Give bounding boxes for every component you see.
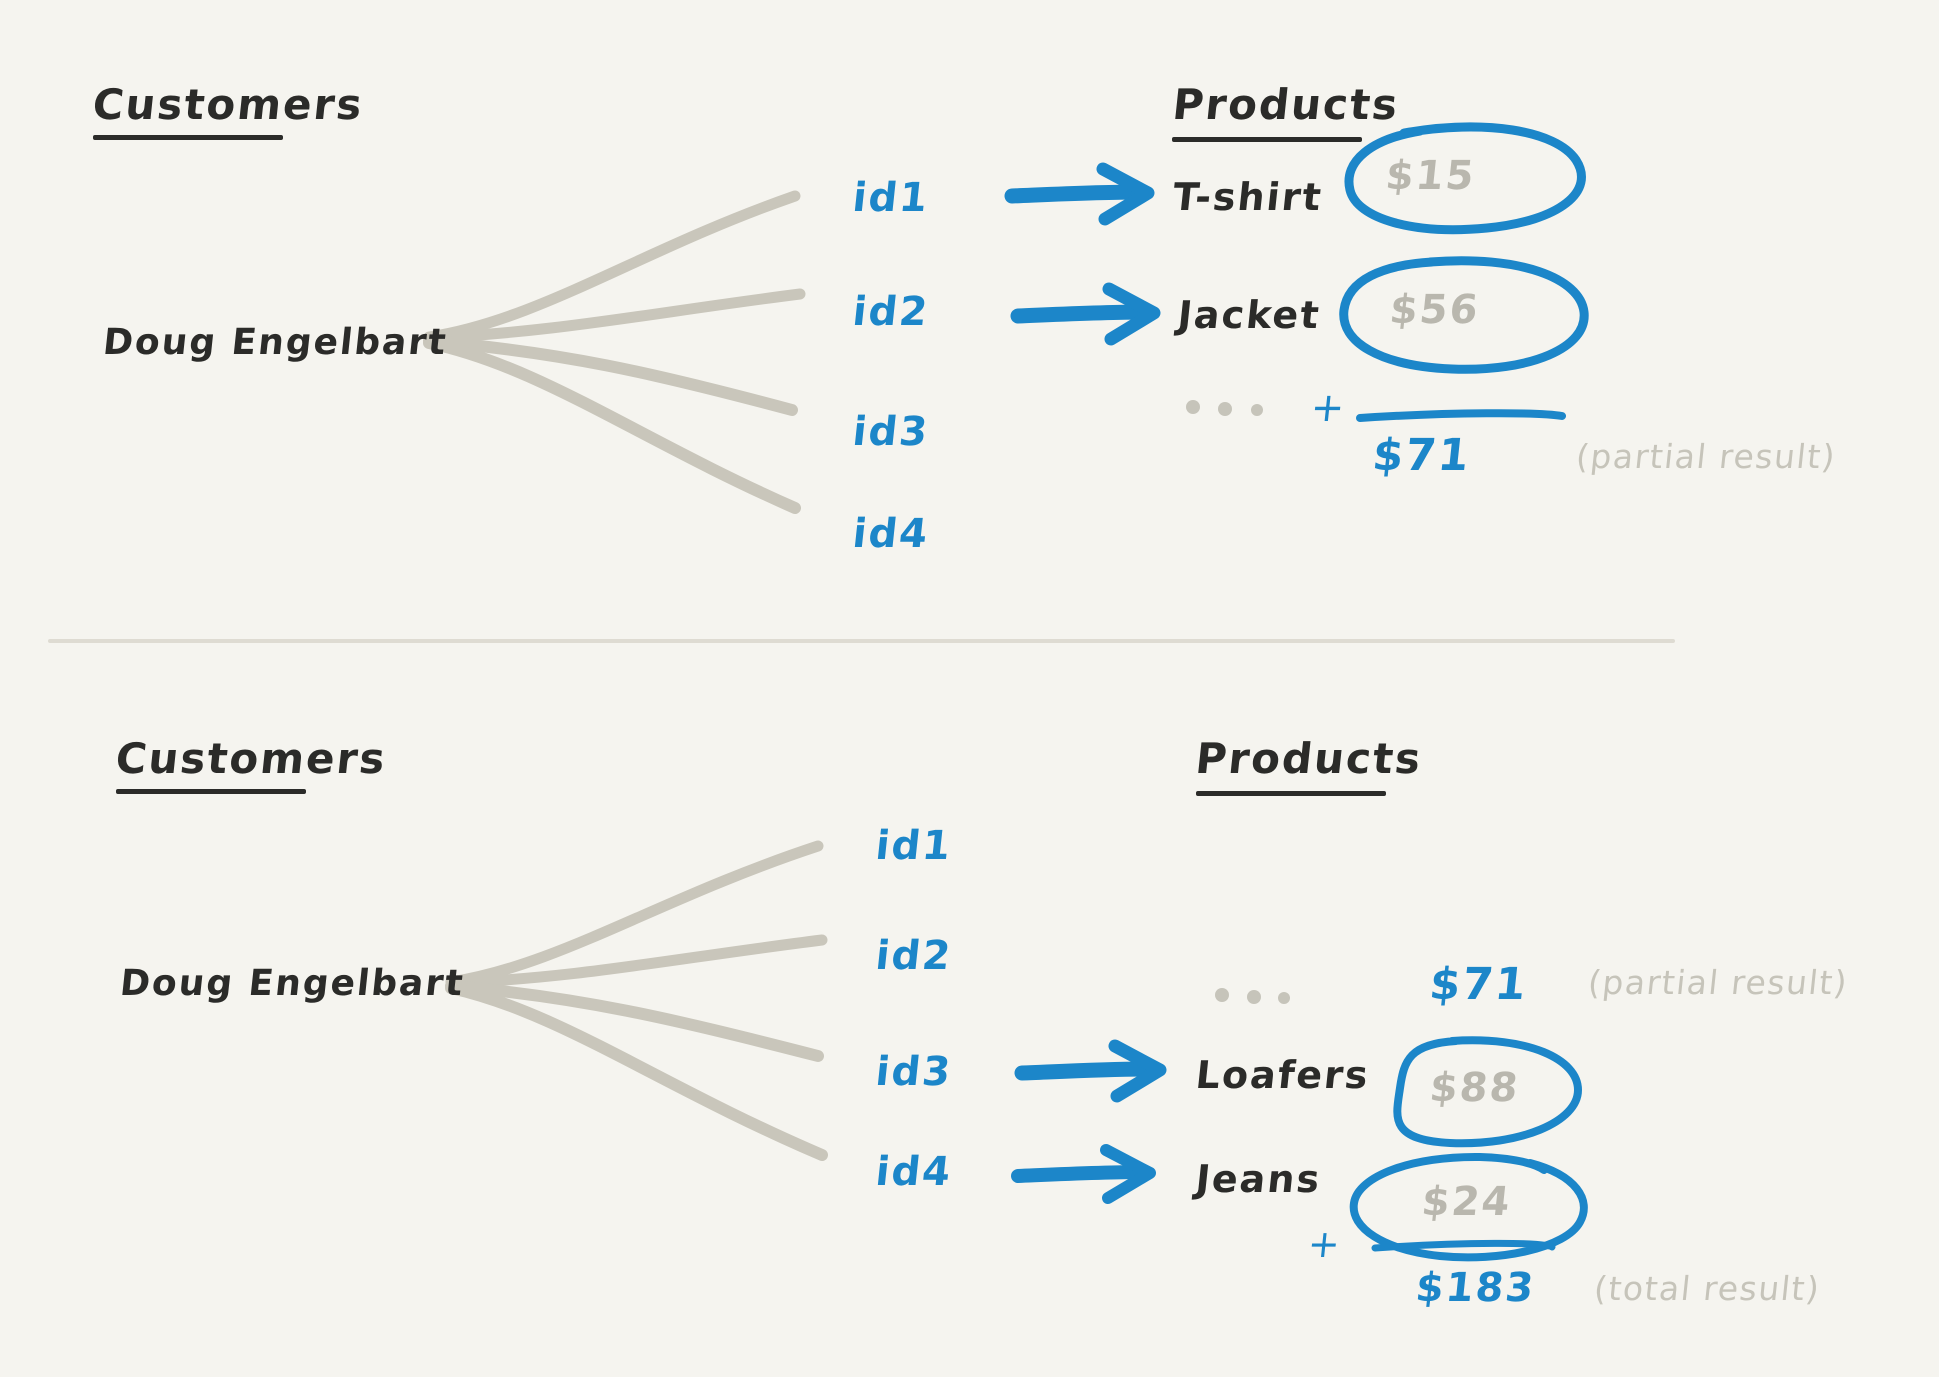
sum-rule-top [1356, 409, 1566, 422]
heading-customers-top: Customers [90, 80, 367, 129]
heading-customers-bottom-underline [116, 789, 306, 794]
heading-customers-top-underline [93, 135, 283, 140]
product-name-bottom-1: Loafers [1193, 1053, 1372, 1097]
ellipsis-dots-top [1186, 400, 1263, 416]
heading-products-top-underline [1172, 137, 1362, 142]
id-label-bottom-3[interactable]: id3 [873, 1049, 955, 1095]
sum-value-top: $71 [1370, 430, 1474, 481]
id-label-bottom-1[interactable]: id1 [873, 823, 955, 869]
heading-products-top: Products [1170, 80, 1402, 129]
id-label-top-3[interactable]: id3 [850, 409, 932, 455]
customer-name-top: Doug Engelbart [101, 322, 450, 363]
ellipse-highlight-icon-88 [1393, 1036, 1583, 1148]
arrow-right-icon-id4 [1011, 1144, 1156, 1204]
ellipse-highlight-icon-56 [1339, 256, 1589, 374]
heading-products-bottom: Products [1193, 734, 1425, 783]
customer-name-bottom: Doug Engelbart [118, 963, 467, 1004]
id-label-top-4[interactable]: id4 [850, 511, 932, 557]
carry-value-bottom: $71 [1427, 959, 1531, 1010]
ellipse-highlight-icon-24 [1349, 1152, 1588, 1262]
arrow-right-icon-id2 [1010, 282, 1161, 346]
price-bottom-2: $24 [1419, 1179, 1514, 1225]
id-label-top-1[interactable]: id1 [850, 175, 932, 221]
price-bottom-1: $88 [1427, 1065, 1522, 1111]
product-name-top-1: T-shirt [1170, 175, 1326, 219]
plus-sign-top: + [1308, 385, 1349, 431]
carry-note-bottom: (partial result) [1586, 963, 1851, 1002]
fan-lines-icon-top [423, 190, 806, 514]
heading-products-bottom-underline [1196, 791, 1386, 796]
arrow-right-icon-id1 [1004, 162, 1155, 226]
product-name-top-2: Jacket [1175, 293, 1323, 337]
ellipse-highlight-icon-15 [1344, 122, 1586, 235]
id-label-bottom-4[interactable]: id4 [873, 1149, 955, 1195]
heading-customers-bottom: Customers [113, 734, 390, 783]
id-label-bottom-2[interactable]: id2 [873, 933, 955, 979]
ellipsis-dots-bottom [1215, 988, 1290, 1004]
product-name-bottom-2: Jeans [1193, 1157, 1324, 1201]
id-label-top-2[interactable]: id2 [850, 289, 932, 335]
fan-lines-icon-bottom [445, 840, 828, 1161]
sum-value-bottom: $183 [1413, 1265, 1538, 1311]
plus-sign-bottom: + [1305, 1222, 1345, 1266]
sum-rule-bottom [1371, 1239, 1556, 1252]
sum-note-bottom: (total result) [1592, 1269, 1823, 1308]
arrow-right-icon-id3 [1014, 1039, 1167, 1103]
price-top-1: $15 [1383, 153, 1478, 199]
sum-note-top: (partial result) [1574, 437, 1839, 476]
price-top-2: $56 [1387, 287, 1482, 333]
